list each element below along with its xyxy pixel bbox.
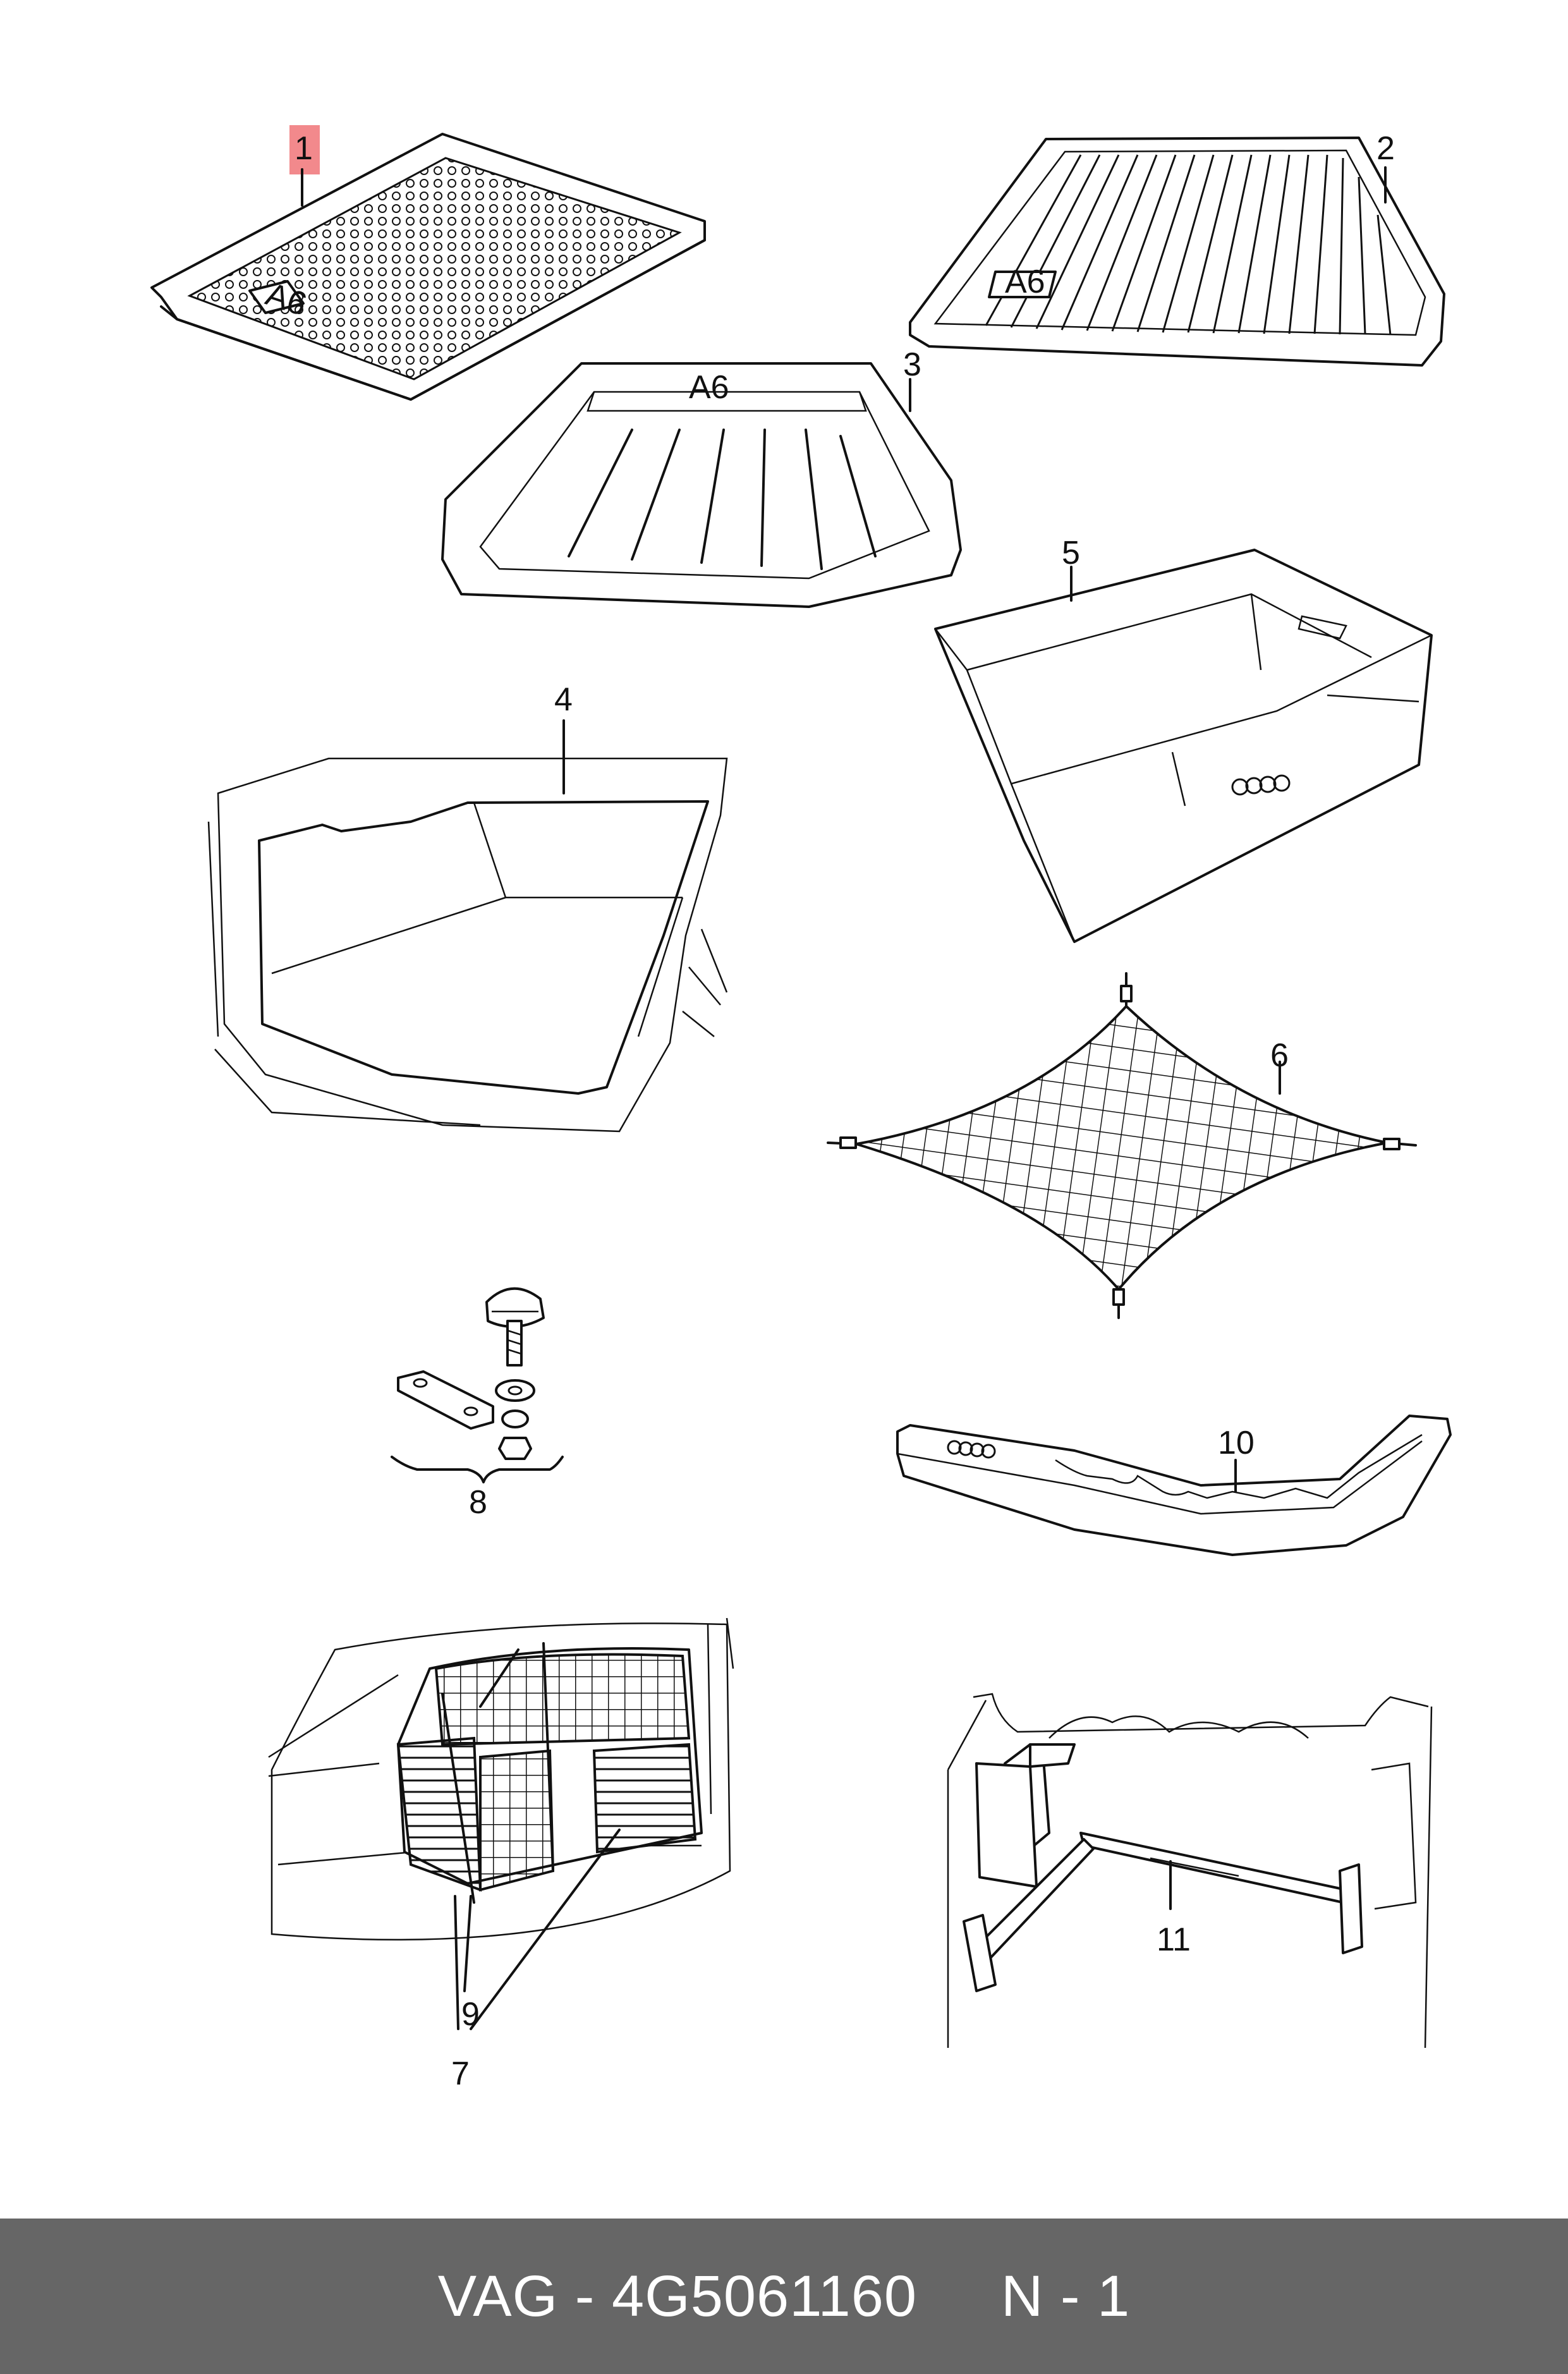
part-number-caption: VAG - 4G5061160 N - 1 <box>437 2263 1131 2328</box>
callout-11: 11 <box>1157 1921 1191 1958</box>
callout-8: 8 <box>469 1484 487 1521</box>
callout-9: 9 <box>461 1996 480 2033</box>
part-4-boot-liner <box>207 719 728 1133</box>
part-2-ribbed-tray: A6 <box>909 137 1445 367</box>
callout-1: 1 <box>295 130 313 167</box>
part-2-emblem: A6 <box>1005 264 1045 300</box>
callout-5: 5 <box>1062 535 1080 571</box>
footer-bar: VAG - 4G5061160 N - 1 <box>0 2219 1568 2374</box>
part-3-emblem: A6 <box>689 369 729 406</box>
callout-4: 4 <box>554 681 573 718</box>
part-11-luggage-bar <box>947 1693 1433 2048</box>
part-8-fastener-set <box>391 1287 564 1483</box>
callout-7: 7 <box>451 2055 470 2092</box>
part-5-storage-box <box>934 549 1433 943</box>
part-10-sill-protector <box>896 1415 1452 1556</box>
part-1-boot-mat: A6 <box>150 133 706 401</box>
exploded-parts-diagram: A6 A6 <box>150 130 1452 2092</box>
part-6-luggage-net <box>827 972 1417 1319</box>
callout-6: 6 <box>1270 1037 1289 1074</box>
callout-10: 10 <box>1218 1425 1255 1461</box>
part-3-deep-tray: A6 <box>441 362 962 608</box>
part-7-9-dog-guard <box>268 1617 734 2030</box>
callout-3: 3 <box>903 346 921 383</box>
callout-2: 2 <box>1377 130 1395 167</box>
callout-1-highlight <box>289 125 320 174</box>
